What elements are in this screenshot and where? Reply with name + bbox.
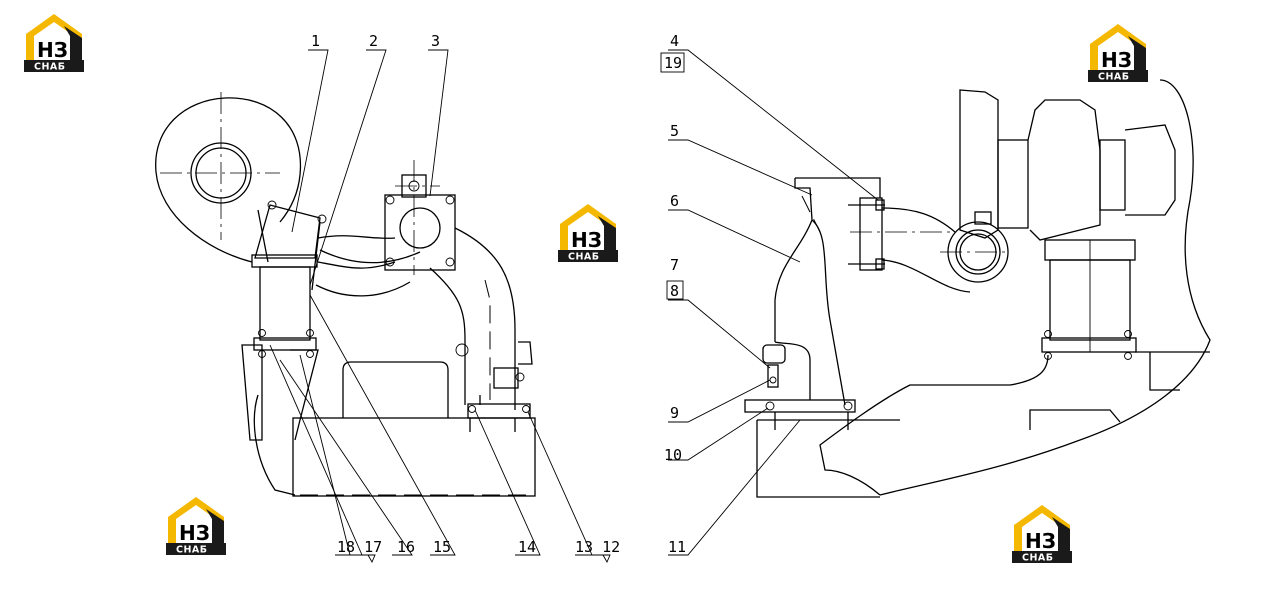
logo-sub-text: СНАБ bbox=[34, 62, 66, 73]
brand-logo-top-right: НЗ СНАБ bbox=[1088, 24, 1148, 83]
callout-13-12: 13 12 bbox=[575, 538, 620, 556]
callout-19-box bbox=[660, 52, 685, 73]
callout-11: 11 bbox=[668, 538, 686, 556]
logo-sub-text: СНАБ bbox=[1022, 553, 1054, 564]
callout-4: 4 bbox=[670, 32, 679, 50]
callout-14: 14 bbox=[518, 538, 536, 556]
callout-8: 8 bbox=[670, 282, 679, 300]
brand-logo-top-left: НЗ СНАБ bbox=[24, 14, 84, 73]
logo-sub-text: СНАБ bbox=[568, 252, 600, 263]
callout-6: 6 bbox=[670, 192, 679, 210]
logo-main-text: НЗ bbox=[571, 228, 602, 252]
callout-8-box bbox=[666, 280, 684, 300]
callout-1: 1 bbox=[311, 32, 320, 50]
callout-18-17: 18 17 bbox=[337, 538, 382, 556]
logo-main-text: НЗ bbox=[1101, 48, 1132, 72]
callout-labels: 1 2 3 4 19 5 6 7 8 9 10 11 18 17 16 15 1… bbox=[311, 32, 686, 556]
logo-main-text: НЗ bbox=[1025, 529, 1056, 553]
logo-main-text: НЗ bbox=[179, 521, 210, 545]
logo-main-text: НЗ bbox=[37, 38, 68, 62]
callout-3: 3 bbox=[431, 32, 440, 50]
callout-9: 9 bbox=[670, 404, 679, 422]
callout-10: 10 bbox=[664, 446, 682, 464]
callout-7: 7 bbox=[670, 256, 679, 274]
left-view-drawing bbox=[155, 92, 536, 497]
leader-lines bbox=[269, 49, 879, 564]
brand-logo-bottom-right: НЗ СНАБ bbox=[1012, 505, 1072, 564]
callout-15: 15 bbox=[433, 538, 451, 556]
right-view-drawing bbox=[744, 79, 1211, 498]
logo-sub-text: СНАБ bbox=[1098, 72, 1130, 83]
callout-2: 2 bbox=[369, 32, 378, 50]
callout-16: 16 bbox=[397, 538, 415, 556]
callout-5: 5 bbox=[670, 122, 679, 140]
brand-logo-bottom-left: НЗ СНАБ bbox=[166, 497, 226, 556]
brand-logo-center: НЗ СНАБ bbox=[558, 204, 618, 263]
logo-sub-text: СНАБ bbox=[176, 545, 208, 556]
callout-19: 19 bbox=[664, 54, 682, 72]
